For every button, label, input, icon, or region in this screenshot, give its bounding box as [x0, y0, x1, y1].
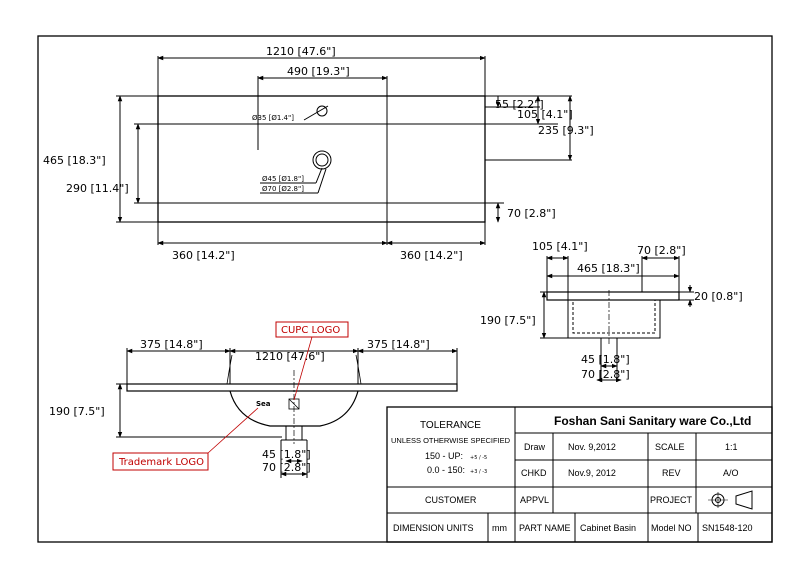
front-dim-drain45: 45 [1.8"]	[262, 448, 311, 461]
tolerance-title: TOLERANCE	[420, 420, 481, 431]
front-view	[112, 321, 458, 478]
chkd-date: Nov.9, 2012	[568, 468, 616, 478]
part-name-value: Cabinet Basin	[580, 523, 636, 533]
side-dim-depth: 465 [18.3"]	[577, 262, 640, 275]
dim-hole-offset: 490 [19.3"]	[287, 65, 350, 78]
side-dim-height: 190 [7.5"]	[480, 314, 536, 327]
dim-55: 55 [2.2"]	[495, 98, 544, 111]
front-dim-drain70: 70 [2.8"]	[262, 461, 311, 474]
drain-hole-inner	[315, 153, 329, 167]
draw-date: Nov. 9,2012	[568, 442, 616, 452]
brand-mark-logo: Sea	[256, 400, 271, 408]
dim-overall-depth: 465 [18.3"]	[43, 154, 106, 167]
tolerance-note: UNLESS OTHERWISE SPECIFIED	[391, 436, 511, 445]
front-dim-width: 1210 [47.6"]	[255, 350, 325, 363]
tolerance-line2-value: +3 / -3	[470, 469, 487, 475]
draw-label: Draw	[524, 442, 546, 452]
label-tap-hole: Ø35 [Ø1.4"]	[252, 114, 294, 122]
dim-70: 70 [2.8"]	[507, 207, 556, 220]
front-top-slab	[126, 383, 458, 392]
scale-value: 1:1	[725, 442, 738, 452]
tolerance-line1: 150 - UP:	[425, 451, 463, 461]
cupc-logo-label: CUPC LOGO	[281, 325, 340, 336]
company-name: Foshan Sani Sanitary ware Co.,Ltd	[554, 414, 751, 428]
side-view	[540, 255, 694, 383]
tolerance-line1-value: +5 / -5	[470, 455, 487, 461]
rev-value: A/O	[723, 468, 739, 478]
dim-235: 235 [9.3"]	[538, 124, 594, 137]
project-label: PROJECT	[650, 495, 693, 505]
dim-290: 290 [11.4"]	[66, 182, 129, 195]
appvl-label: APPVL	[520, 495, 549, 505]
front-dim-right: 375 [14.8"]	[367, 338, 430, 351]
front-dim-left: 375 [14.8"]	[140, 338, 203, 351]
dim-105: 105 [4.1"]	[517, 108, 573, 121]
tolerance-line2: 0.0 - 150:	[427, 465, 465, 475]
top-view	[116, 55, 573, 246]
label-drain-inner: Ø45 [Ø1.8"]	[262, 175, 304, 183]
dim-left-margin: 360 [14.2"]	[172, 249, 235, 262]
side-dim-thickness: 20 [0.8"]	[694, 290, 743, 303]
trademark-logo-label: Trademark LOGO	[118, 457, 204, 468]
scale-label: SCALE	[655, 442, 685, 452]
label-drain-outer: Ø70 [Ø2.8"]	[262, 185, 304, 193]
rev-label: REV	[662, 468, 681, 478]
side-dim-105: 105 [4.1"]	[532, 240, 588, 253]
customer-label: CUSTOMER	[425, 495, 477, 505]
side-dim-drain70: 70 [2.8"]	[581, 368, 630, 381]
front-dim-height: 190 [7.5"]	[49, 405, 105, 418]
model-value: SN1548-120	[702, 523, 753, 533]
dimension-units-value: mm	[492, 523, 507, 533]
chkd-label: CHKD	[521, 468, 547, 478]
title-block	[386, 406, 773, 543]
tap-hole	[316, 105, 328, 117]
dimension-units-label: DIMENSION UNITS	[393, 523, 474, 533]
trademark-logo-callout	[112, 452, 209, 471]
model-label: Model NO	[651, 523, 692, 533]
front-bowl	[229, 390, 359, 427]
dim-right-margin: 360 [14.2"]	[400, 249, 463, 262]
side-dim-drain45: 45 [1.8"]	[581, 353, 630, 366]
dim-overall-width: 1210 [47.6"]	[266, 45, 336, 58]
side-dim-70: 70 [2.8"]	[637, 244, 686, 257]
projection-symbol-icon	[708, 490, 753, 510]
basin-outline	[157, 95, 486, 223]
part-name-label: PART NAME	[519, 523, 571, 533]
